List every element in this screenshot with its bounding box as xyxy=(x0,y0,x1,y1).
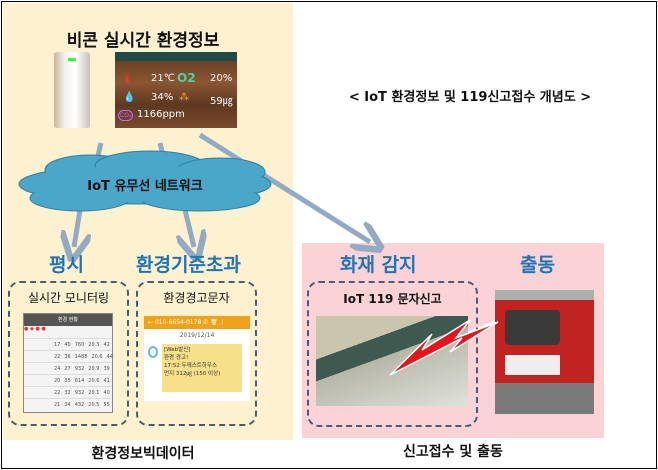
table-cell: 34 xyxy=(64,402,71,408)
table-cell: 1488 xyxy=(74,354,88,360)
o2-value: 20% xyxy=(210,73,233,84)
arrow-normal xyxy=(74,209,80,247)
sms-header: ← 010-6654-0178 ✆ 🗑 ⋮ xyxy=(144,316,250,329)
temperature-value: 21℃ xyxy=(151,73,175,84)
table-cell: 40 xyxy=(103,390,110,396)
alert-box xyxy=(136,281,257,426)
beacon-device-photo xyxy=(54,52,90,128)
table-cell: 20.5 xyxy=(88,402,100,408)
app-header: 환경 현황 xyxy=(24,314,112,326)
table-cell: 20.9 xyxy=(88,366,100,372)
table-cell: 932 xyxy=(74,390,85,396)
sms-screenshot: ← 010-6654-0178 ✆ 🗑 ⋮ 2019/12/14 [Web발신]… xyxy=(144,316,250,401)
table-cell: 22 xyxy=(54,354,61,360)
fire-truck-photo xyxy=(495,290,594,414)
sms-line: 먼지 312㎍ (150 이상) xyxy=(164,371,221,377)
humidity-drop-icon: 💧 xyxy=(123,92,136,103)
co2-cloud-icon: CO₂ xyxy=(118,110,134,121)
table-cell: 40 xyxy=(64,342,71,348)
co2-value: 1166ppm xyxy=(137,109,185,120)
report-label: IoT 119 문자신고 xyxy=(343,292,442,306)
table-cell: 42 xyxy=(103,342,110,348)
arrow-to-fire xyxy=(198,132,370,242)
control-center-photo xyxy=(316,316,468,406)
table-cell: 35 xyxy=(64,378,71,384)
table-cell: 17 xyxy=(54,342,61,348)
sms-line: [Web발신] xyxy=(164,347,191,353)
fire-detect-label: 화재 감지 xyxy=(340,254,417,276)
network-label: IoT 유무선 네트워크 xyxy=(87,179,203,194)
table-cell: 41 xyxy=(103,378,110,384)
table-cell: 20.6 xyxy=(91,354,103,360)
table-cell: 24 xyxy=(54,366,61,372)
diagram-title: < IoT 환경정보 및 119신고접수 개념도 > xyxy=(348,90,592,105)
monitoring-label: 실시간 모니터링 xyxy=(27,291,110,305)
table-cell: 44 xyxy=(106,354,113,360)
table-cell: 760 xyxy=(74,342,85,348)
dust-icon: ⁂ xyxy=(179,92,189,103)
thermometer-icon: 🌡 xyxy=(121,74,134,85)
network-cloud xyxy=(18,150,272,212)
table-cell: 22 xyxy=(54,390,61,396)
table-cell: 55 xyxy=(103,402,110,408)
table-cell: 20.3 xyxy=(88,342,100,348)
alert-label: 환경경고문자 xyxy=(163,291,230,305)
dispatch-label: 출동 xyxy=(520,254,555,276)
table-cell: 20.1 xyxy=(88,390,100,396)
sensor-display: 🌡 21℃ O2 20% 💧 34% ⁂ 59㎍ CO₂ 1166ppm xyxy=(115,52,237,128)
arrow-exceed xyxy=(185,209,194,247)
report-dispatch-label: 신고접수 및 출동 xyxy=(403,444,503,460)
table-cell: 20.6 xyxy=(88,378,100,384)
table-cell: 32 xyxy=(64,390,71,396)
table-cell: 36 xyxy=(64,354,71,360)
o2-label: O2 xyxy=(177,71,196,85)
sms-phone: 010-6654-0178 xyxy=(154,319,202,326)
table-cell: 27 xyxy=(64,366,71,372)
sms-line: 17:52 두께스트하우스 xyxy=(164,363,218,369)
humidity-value: 34% xyxy=(151,92,174,103)
normal-label: 평시 xyxy=(49,254,84,276)
table-cell: 432 xyxy=(74,402,85,408)
beacon-title: 비콘 실시간 환경정보 xyxy=(66,31,220,51)
avatar-icon xyxy=(148,346,158,358)
led-icon xyxy=(68,58,76,61)
table-cell: 20 xyxy=(54,378,61,384)
truck-front xyxy=(505,355,560,375)
sms-date: 2019/12/14 xyxy=(179,332,215,339)
bigdata-label: 환경정보빅데이터 xyxy=(91,446,195,462)
dust-value: 59㎍ xyxy=(210,96,233,107)
table-cell: 21 xyxy=(54,402,61,408)
windshield xyxy=(505,310,560,345)
table-cell: 39 xyxy=(103,366,110,372)
sms-line: 환경 경고! xyxy=(164,355,189,361)
monitoring-box xyxy=(8,281,129,426)
table-cell: 614 xyxy=(74,378,85,384)
exceed-label: 환경기준초과 xyxy=(136,254,241,276)
table-cell: 932 xyxy=(74,366,85,372)
